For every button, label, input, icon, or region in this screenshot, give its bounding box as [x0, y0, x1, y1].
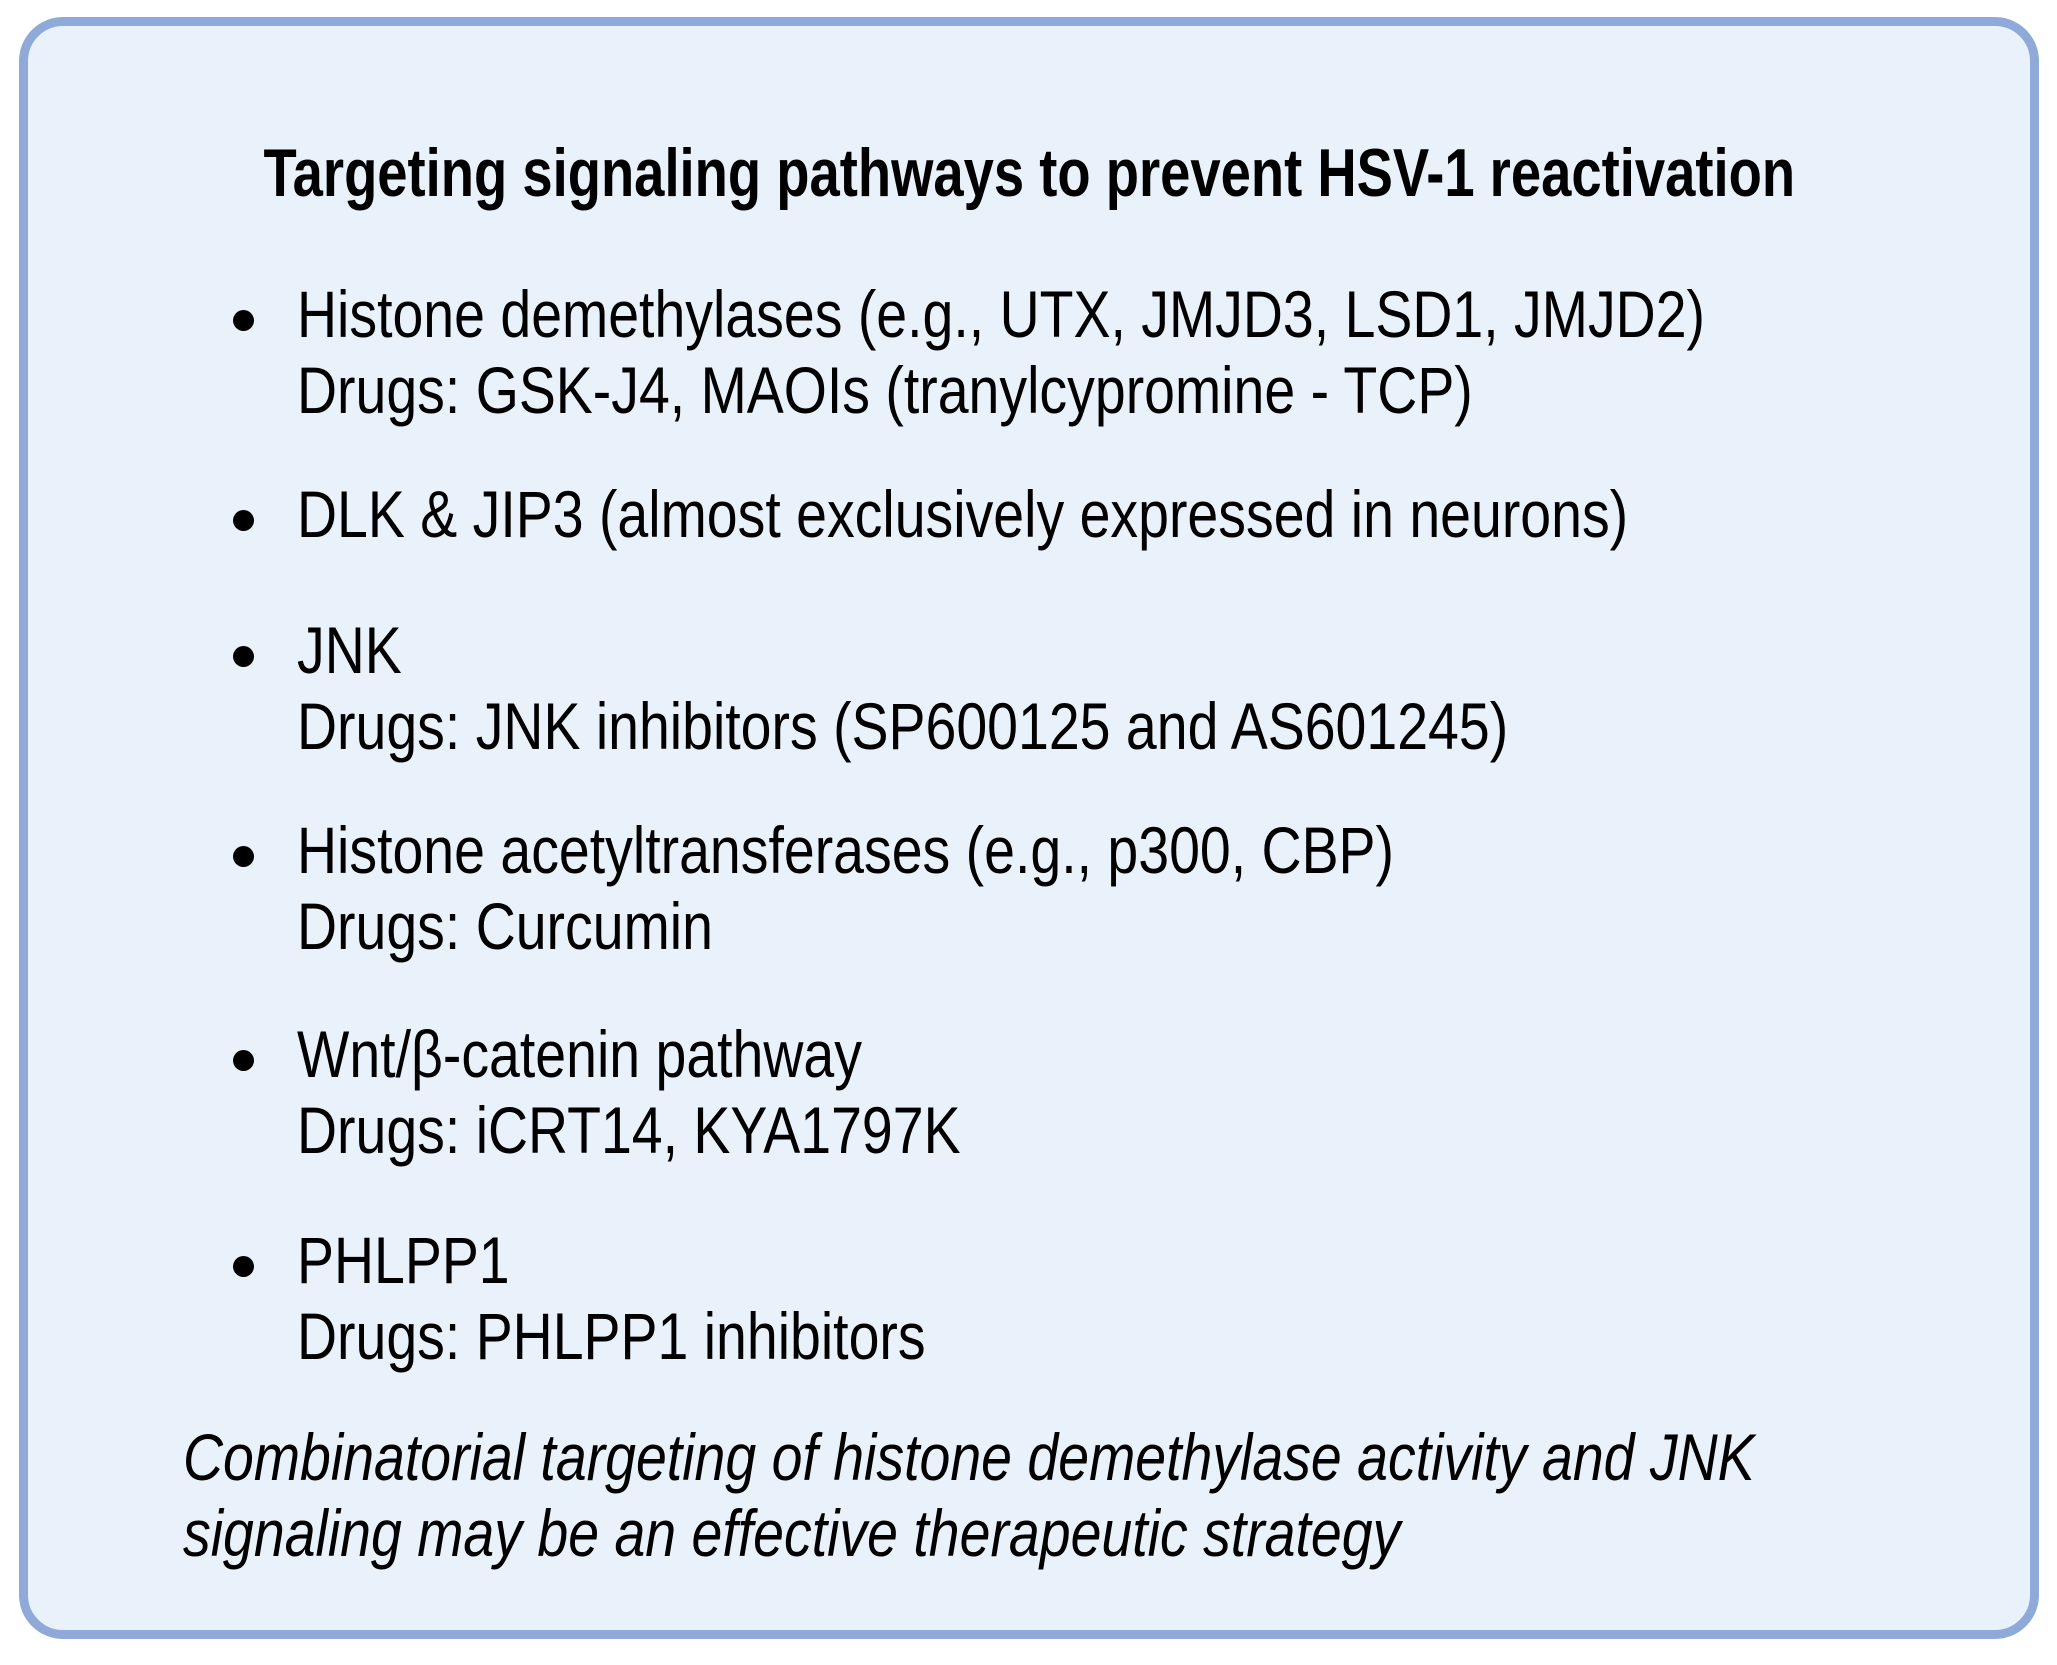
drugs-label: Drugs: PHLPP1 inhibitors [297, 1299, 926, 1373]
panel-title: Targeting signaling pathways to prevent … [28, 133, 2030, 213]
bullet-item: JNK Drugs: JNK inhibitors (SP600125 and … [233, 612, 1739, 764]
bullet-item: PHLPP1 Drugs: PHLPP1 inhibitors [233, 1222, 1045, 1374]
pathway-label: Histone acetyltransferases (e.g., p300, … [297, 813, 1395, 887]
pathway-label: JNK [297, 613, 402, 687]
bullet-dot-icon [233, 1256, 254, 1277]
info-panel: Targeting signaling pathways to prevent … [19, 17, 2039, 1639]
drugs-label: Drugs: GSK-J4, MAOIs (tranylcypromine - … [297, 353, 1473, 427]
bullet-item: DLK & JIP3 (almost exclusively expressed… [233, 476, 1882, 552]
drugs-label: Drugs: Curcumin [297, 889, 713, 963]
bullet-dot-icon [233, 510, 254, 531]
bullet-item: Histone demethylases (e.g., UTX, JMJD3, … [233, 276, 1973, 428]
bullet-dot-icon [233, 846, 254, 867]
bullet-dot-icon [233, 646, 254, 667]
pathway-label: Wnt/β-catenin pathway [297, 1017, 862, 1091]
pathway-label: PHLPP1 [297, 1223, 510, 1297]
bullet-item: Histone acetyltransferases (e.g., p300, … [233, 812, 1603, 964]
drugs-label: Drugs: JNK inhibitors (SP600125 and AS60… [297, 689, 1509, 763]
drugs-label: Drugs: iCRT14, KYA1797K [297, 1093, 961, 1167]
bullet-dot-icon [233, 1050, 254, 1071]
pathway-label: Histone demethylases (e.g., UTX, JMJD3, … [297, 277, 1706, 351]
panel-title-text: Targeting signaling pathways to prevent … [263, 135, 1795, 211]
conclusion-line-2: signaling may be an effective therapeuti… [183, 1496, 1401, 1570]
conclusion-text: Combinatorial targeting of histone demet… [183, 1419, 2054, 1571]
bullet-dot-icon [233, 310, 254, 331]
conclusion-line-1: Combinatorial targeting of histone demet… [183, 1420, 1755, 1494]
pathway-label: DLK & JIP3 (almost exclusively expressed… [297, 477, 1629, 551]
bullet-item: Wnt/β-catenin pathway Drugs: iCRT14, KYA… [233, 1016, 1087, 1168]
